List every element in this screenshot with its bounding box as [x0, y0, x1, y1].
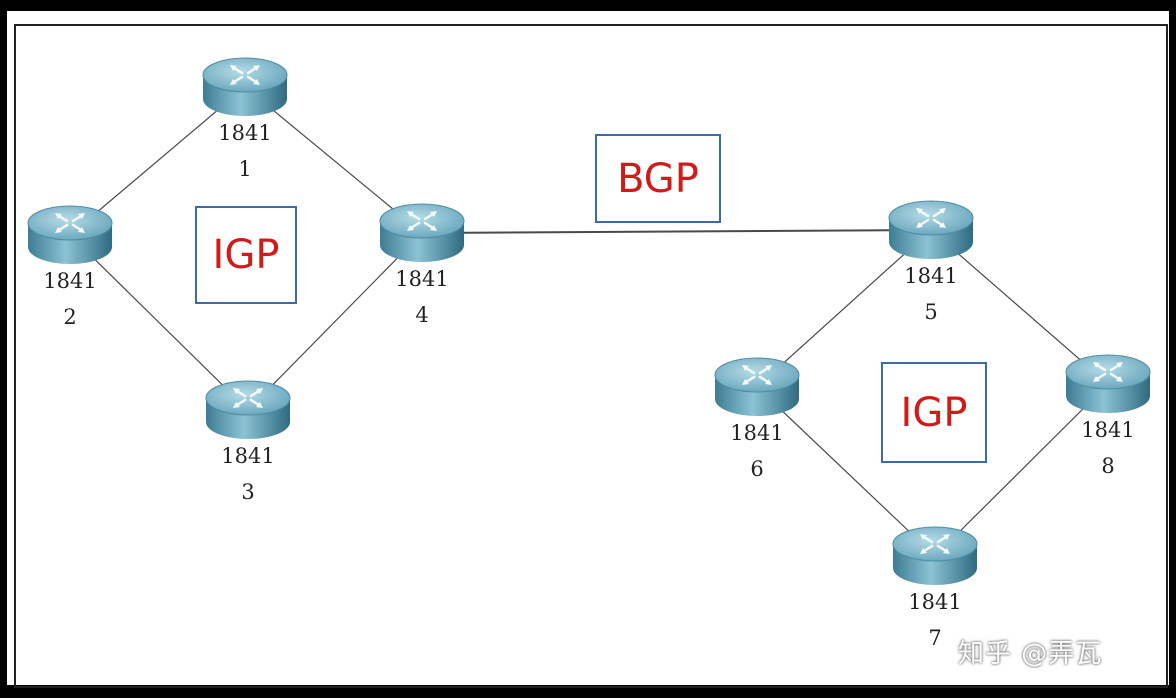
router-5-icon[interactable]: [886, 198, 976, 262]
link-7-8: [934, 383, 1109, 557]
router-1-id: 1: [238, 157, 252, 181]
link-5-6: [756, 229, 932, 388]
igp-right-label: IGP: [881, 362, 987, 463]
router-6-id: 6: [750, 457, 764, 481]
router-8-id: 8: [1101, 454, 1115, 478]
igp-left-label: IGP: [195, 206, 297, 304]
router-2-model: 1841: [43, 269, 97, 293]
router-7-model: 1841: [908, 590, 962, 614]
router-3-model: 1841: [221, 444, 275, 468]
router-4-model: 1841: [395, 267, 449, 291]
router-2-id: 2: [63, 305, 77, 329]
router-4-id: 4: [415, 303, 429, 327]
router-1-model: 1841: [218, 121, 272, 145]
router-6-icon[interactable]: [712, 355, 802, 419]
router-1-icon[interactable]: [200, 55, 290, 119]
link-2-3: [69, 234, 249, 411]
link-4-5: [421, 229, 932, 234]
router-5-model: 1841: [904, 264, 958, 288]
router-5-id: 5: [924, 300, 938, 324]
router-7-icon[interactable]: [890, 524, 980, 588]
router-3-icon[interactable]: [203, 378, 293, 442]
router-8-model: 1841: [1081, 418, 1135, 442]
diagram-frame: [14, 24, 1168, 688]
links-layer: [69, 86, 1109, 557]
router-2-icon[interactable]: [25, 203, 115, 267]
router-3-id: 3: [241, 480, 255, 504]
bgp-label: BGP: [595, 134, 721, 223]
router-8-icon[interactable]: [1063, 352, 1153, 416]
watermark: 知乎 @弄瓦: [958, 639, 1103, 669]
router-7-id: 7: [928, 626, 942, 650]
router-6-model: 1841: [730, 421, 784, 445]
diagram-canvas: IGP BGP IGP 1841 1: [7, 11, 1169, 688]
router-4-icon[interactable]: [377, 201, 467, 265]
link-5-8: [930, 229, 1109, 385]
link-6-7: [756, 386, 936, 557]
link-3-4: [247, 232, 423, 411]
